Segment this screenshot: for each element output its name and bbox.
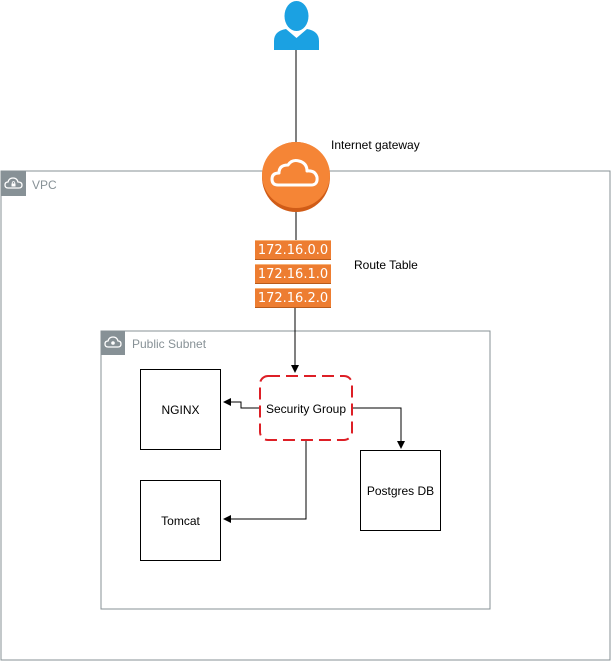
security-postgres-connector <box>351 407 405 449</box>
vpc-label: VPC <box>32 178 57 192</box>
route-table-entry: 172.16.1.0 <box>255 264 331 284</box>
security-nginx-connector <box>223 398 260 409</box>
route-table-label: Route Table <box>354 258 418 272</box>
security-tomcat-connector <box>223 440 307 523</box>
subnet-icon <box>101 331 125 355</box>
route-table-entry: 172.16.0.0 <box>255 240 331 260</box>
tomcat-node: Tomcat <box>140 480 221 561</box>
postgres-db-node: Postgres DB <box>360 450 441 531</box>
security-group-label: Security Group <box>265 402 347 416</box>
cloud-lock-icon <box>1 171 26 196</box>
public-subnet-label: Public Subnet <box>132 337 207 351</box>
security-group-border <box>259 375 353 441</box>
route-table-entry: 172.16.2.0 <box>255 288 331 308</box>
nginx-node: NGINX <box>140 369 221 450</box>
internet-gateway-icon <box>261 141 331 213</box>
user-icon <box>272 0 321 51</box>
internet-gateway-label: Internet gateway <box>331 138 420 152</box>
